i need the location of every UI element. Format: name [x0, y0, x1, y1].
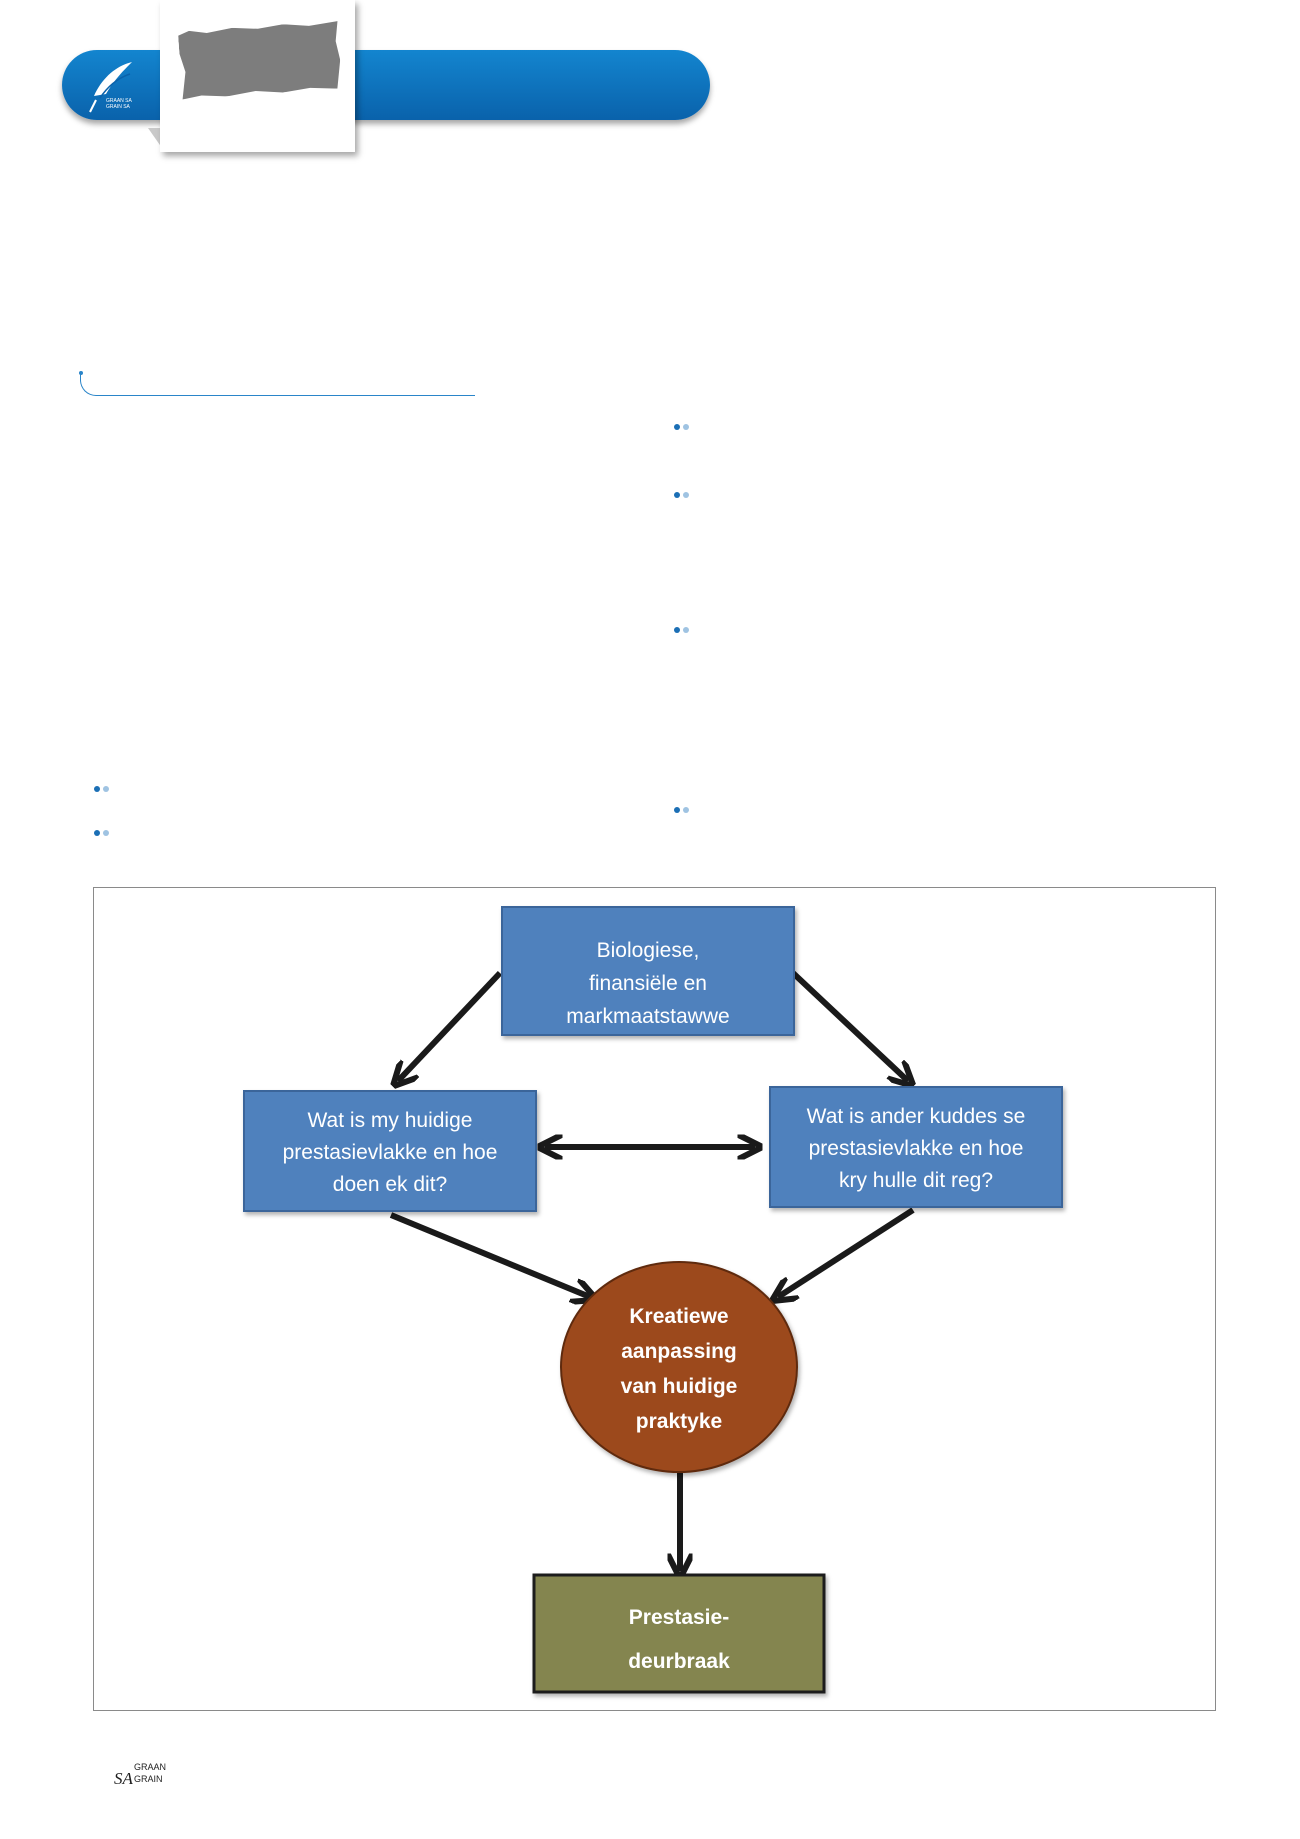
- oval-line: aanpassing: [621, 1340, 737, 1363]
- bullet-marker: [674, 492, 692, 500]
- left-box-line: Wat is my huidige: [308, 1109, 473, 1132]
- footer-logo-word2: GRAIN: [134, 1774, 163, 1784]
- bullet-marker: [674, 807, 692, 815]
- left-box-line: doen ek dit?: [333, 1173, 447, 1196]
- oval-line: Kreatiewe: [629, 1305, 728, 1328]
- section-divider-dot: [79, 371, 83, 375]
- bullet-marker: [94, 830, 112, 838]
- sa-grain-logo: SA GRAAN GRAIN: [114, 1762, 166, 1788]
- section-divider: [80, 372, 475, 396]
- logo-text-line1: GRAAN SA: [106, 98, 133, 104]
- arrow-top-to-right: [790, 970, 908, 1081]
- footer-logo-sa: SA: [114, 1769, 134, 1788]
- top-box-line: markmaatstawwe: [566, 1005, 729, 1028]
- result-box: [532, 1573, 826, 1694]
- oval-line: van huidige: [621, 1375, 738, 1398]
- bullet-marker: [674, 424, 692, 432]
- performance-diagram: Biologiese, finansiële en markmaatstawwe…: [243, 906, 1063, 1694]
- left-box-line: prestasievlakke en hoe: [283, 1141, 498, 1164]
- logo-text-line2: GRAIN SA: [106, 104, 131, 110]
- arrow-top-to-left: [398, 970, 503, 1081]
- arrow-left-to-oval: [389, 1212, 590, 1297]
- bullet-marker: [94, 786, 112, 794]
- oval-line: praktyke: [636, 1410, 722, 1433]
- right-box: [769, 1086, 1063, 1208]
- right-box-line: Wat is ander kuddes se: [807, 1105, 1026, 1128]
- right-box-line: kry hulle dit reg?: [839, 1169, 993, 1192]
- page-tab-fold: [148, 128, 162, 148]
- footer-logo-word1: GRAAN: [134, 1762, 166, 1772]
- center-oval: [560, 1261, 798, 1473]
- left-box: [243, 1090, 537, 1212]
- top-box: [501, 906, 795, 1036]
- top-box-line: finansiële en: [589, 972, 707, 995]
- grain-sa-feather-icon: GRAAN SA GRAIN SA: [89, 62, 133, 113]
- arrow-right-to-oval: [778, 1207, 915, 1297]
- result-box-line: Prestasie-: [629, 1606, 729, 1629]
- result-box-line: deurbraak: [628, 1650, 730, 1673]
- top-box-line: Biologiese,: [597, 939, 700, 962]
- right-box-line: prestasievlakke en hoe: [809, 1137, 1024, 1160]
- bullet-marker: [674, 627, 692, 635]
